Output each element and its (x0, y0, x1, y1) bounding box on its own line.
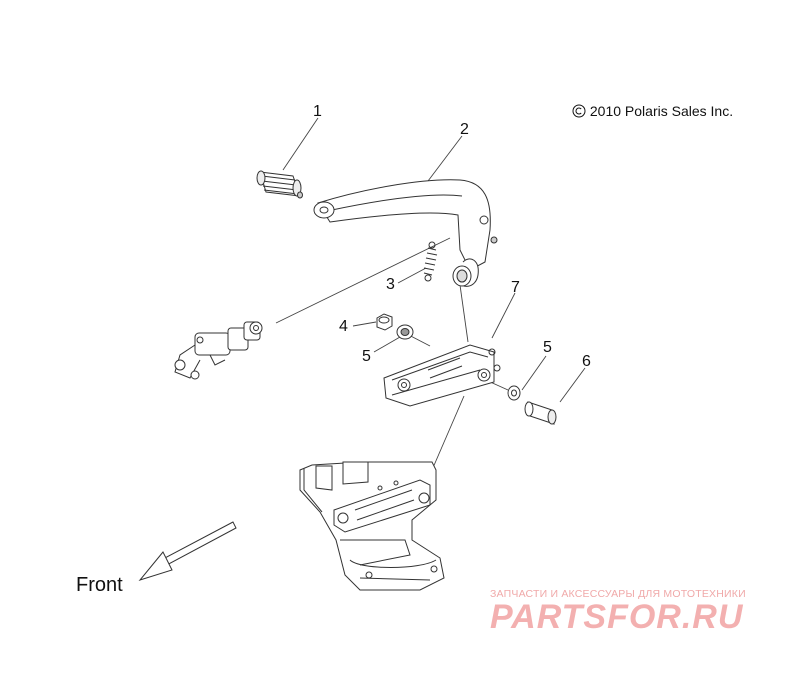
part-7-pivot-bracket (383, 344, 501, 407)
callout-1: 1 (313, 103, 322, 120)
part-5-washer-right (507, 385, 521, 401)
watermark-tagline: ЗАПЧАСТИ И АКСЕССУАРЫ ДЛЯ МОТОТЕХНИКИ (490, 588, 746, 600)
copyright-icon (572, 104, 586, 118)
front-label: Front (76, 574, 123, 596)
part-2-brake-lever (313, 179, 498, 287)
master-cylinder (174, 321, 263, 380)
frame-bracket (299, 461, 445, 591)
copyright-notice: 2010 Polaris Sales Inc. (572, 104, 733, 118)
callout-6: 6 (582, 353, 591, 370)
front-arrow (138, 521, 237, 581)
callout-5-upper: 5 (362, 348, 371, 365)
copyright-text: 2010 Polaris Sales Inc. (589, 103, 734, 119)
callout-5-right: 5 (543, 339, 552, 356)
part-3-spring (423, 241, 438, 282)
part-4-nut (376, 313, 393, 331)
watermark-logo: PARTSFOR.RU (490, 598, 744, 636)
part-5-bushing-upper (396, 324, 414, 340)
callout-7: 7 (511, 279, 520, 296)
callout-4: 4 (339, 318, 348, 335)
part-1-pedal-rubber (256, 170, 303, 199)
callout-3: 3 (386, 276, 395, 293)
part-6-pivot-bolt (524, 401, 557, 425)
callout-2: 2 (460, 121, 469, 138)
